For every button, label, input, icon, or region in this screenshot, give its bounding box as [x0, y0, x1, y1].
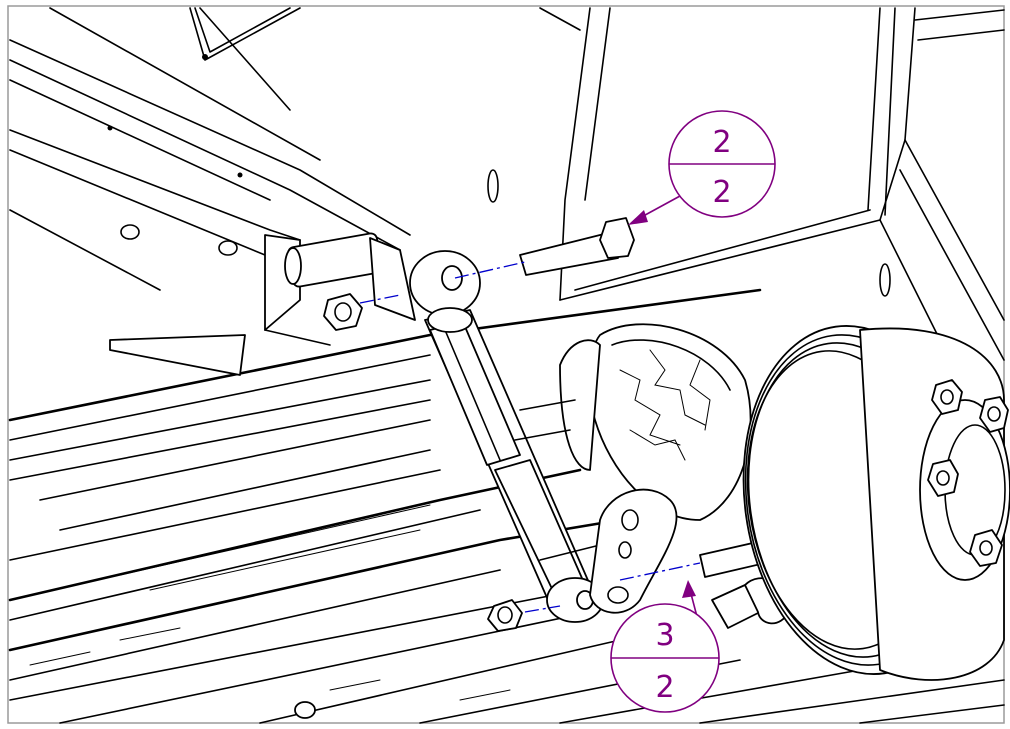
shock-mount-bracket [109, 232, 416, 376]
brake-drum [742, 325, 1010, 681]
drawing-frame [7, 5, 1005, 724]
frame-top-bracket [189, 7, 301, 61]
callout-balloon-item-2: 2 2 [628, 110, 776, 225]
upper-lock-nut [323, 293, 363, 331]
axle-tube [8, 288, 762, 621]
callout-balloon-item-3: 3 2 [610, 580, 720, 713]
frame-rail-upper-left [9, 7, 411, 291]
upper-bolt [519, 217, 635, 276]
callout-2-quantity: 2 [712, 175, 731, 210]
upper-crossmember [487, 7, 1005, 301]
wheel-lug-nuts [927, 379, 1009, 567]
lower-shock-plate [589, 488, 678, 614]
lower-centerline [524, 562, 701, 613]
callout-3-quantity: 2 [655, 670, 674, 705]
shock-absorber [409, 250, 604, 623]
lower-lock-nut [487, 599, 523, 632]
upper-centerline [359, 261, 526, 304]
callout-3-item-number: 3 [655, 618, 674, 653]
spring-hanger [514, 323, 752, 521]
callout-2-item-number: 2 [712, 125, 731, 160]
